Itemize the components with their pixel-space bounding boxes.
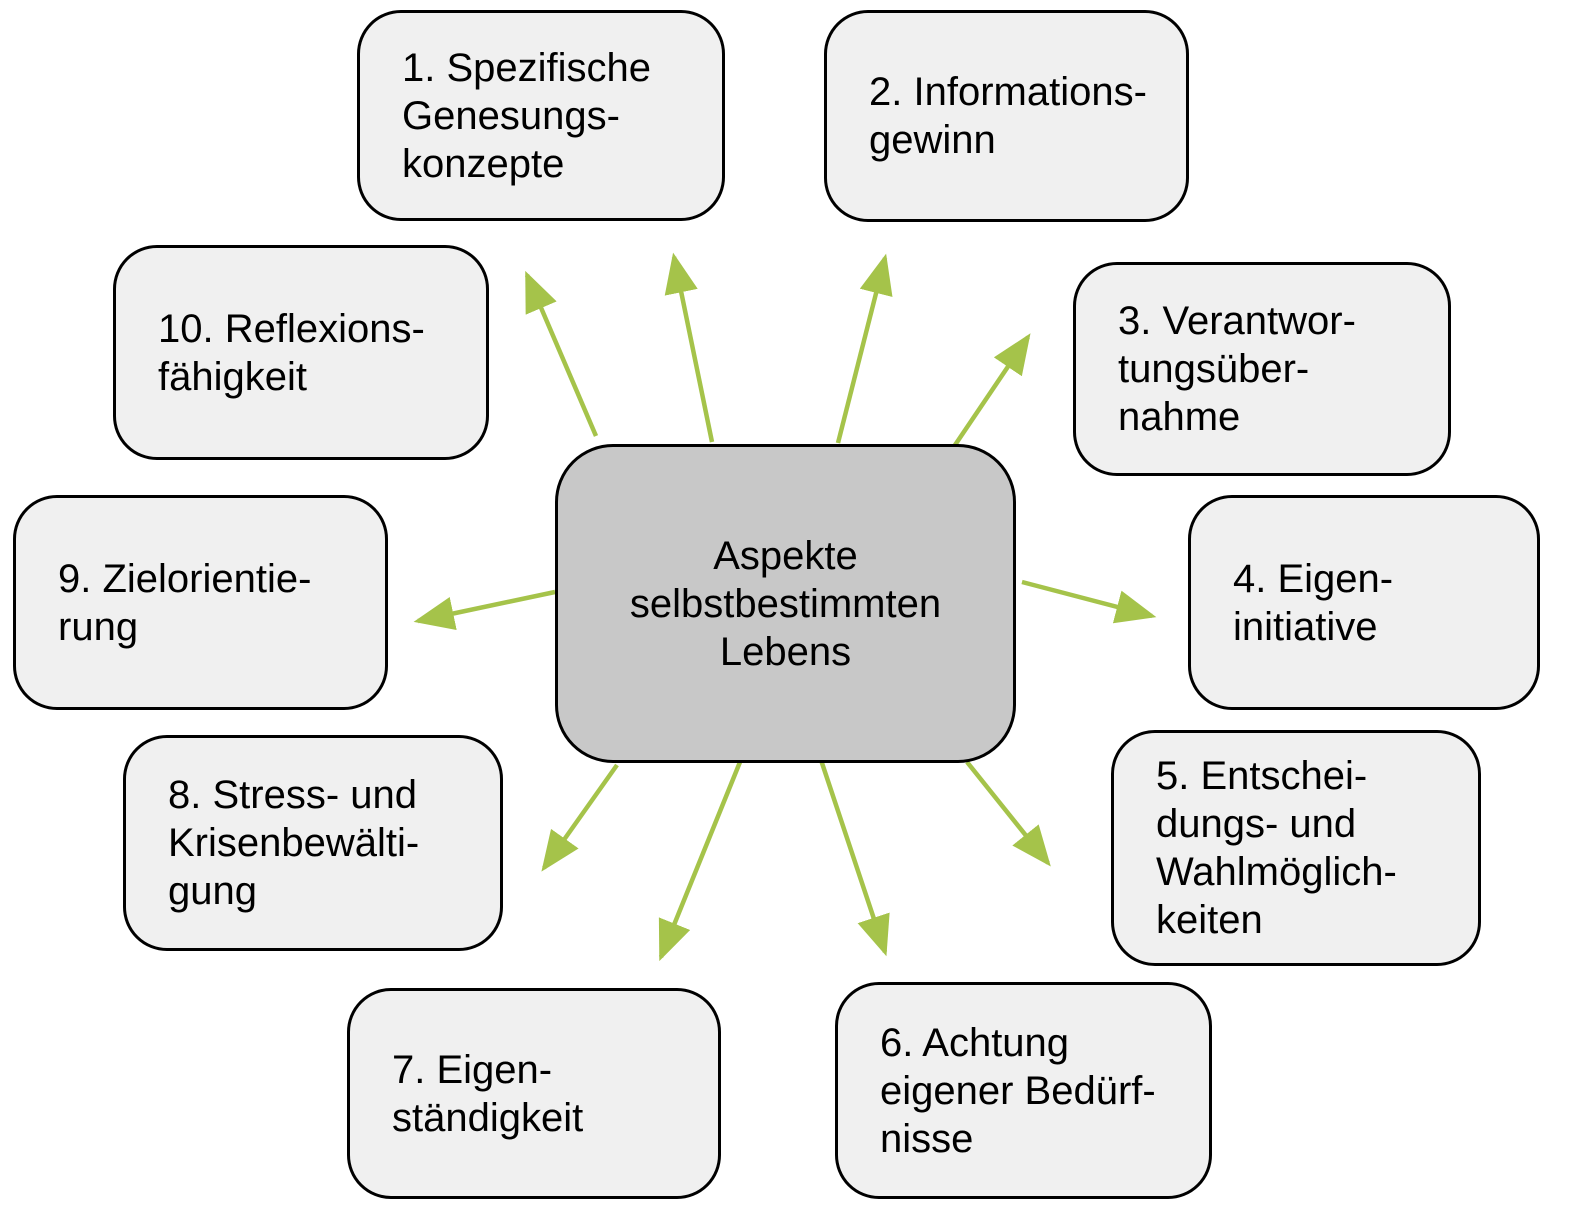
node-6-label-line: 6. Achtung — [880, 1020, 1070, 1065]
center-node-label-line: Aspekte — [713, 533, 858, 578]
arrow-to-node-4 — [1021, 579, 1157, 624]
node-4-label-line: 4. Eigen- — [1233, 556, 1394, 601]
node-6-label-line: eigener Bedürf- — [880, 1068, 1156, 1113]
arrow-to-node-8 — [541, 763, 619, 872]
node-2-label-line: gewinn — [869, 118, 996, 162]
arrow-to-node-1 — [664, 252, 715, 443]
node-7-label-line: ständigkeit — [392, 1095, 584, 1140]
arrow-to-node-6 — [817, 756, 890, 957]
arrow-to-node-9 — [413, 589, 556, 631]
node-box-9: 9. Zielorientie-rung — [13, 495, 388, 710]
node-9-label-line: rung — [58, 604, 139, 649]
center-node-label-line: Lebens — [719, 629, 852, 674]
node-8-label-line: Krisenbewälti- — [168, 821, 420, 865]
node-7-label-line: 7. Eigen- — [392, 1047, 553, 1092]
node-10-label-line: 10. Reflexions- — [158, 306, 425, 351]
node-3-label-line: nahme — [1118, 395, 1241, 439]
node-5-label-line: Wahlmöglich- — [1156, 850, 1397, 894]
node-4-label-line: initiative — [1233, 604, 1378, 649]
node-5-label-line: 5. Entschei- — [1156, 754, 1368, 798]
node-box-10: 10. Reflexions-fähigkeit — [113, 245, 489, 460]
arrow-to-node-5 — [965, 760, 1051, 867]
node-3-label-line: 3. Verantwor- — [1118, 299, 1356, 343]
arrow-to-node-10 — [524, 270, 599, 437]
center-node-label-line: selbstbestimmten — [629, 581, 942, 626]
node-box-4: 4. Eigen-initiative — [1188, 495, 1540, 710]
node-5-label-line: dungs- und — [1156, 802, 1357, 846]
node-1-label-line: Genesungs- — [402, 93, 620, 138]
node-5-label-line: keiten — [1156, 898, 1263, 942]
node-6-label-line: nisse — [880, 1116, 974, 1161]
node-10-label-line: fähigkeit — [158, 354, 307, 399]
node-1-label-line: 1. Spezifische — [402, 45, 652, 90]
node-2-label-line: 2. Informations- — [869, 70, 1147, 114]
arrow-to-node-7 — [658, 761, 743, 962]
arrow-to-node-2 — [835, 253, 893, 444]
node-box-2: 2. Informations-gewinn — [824, 10, 1189, 222]
node-9-label-line: 9. Zielorientie- — [58, 556, 312, 601]
node-box-3: 3. Verantwor-tungsüber-nahme — [1073, 262, 1451, 476]
node-8-label-line: 8. Stress- und — [168, 773, 418, 817]
node-1-label-line: konzepte — [402, 141, 565, 186]
node-8-label-line: gung — [168, 869, 257, 913]
node-box-7: 7. Eigen-ständigkeit — [347, 988, 721, 1199]
node-3-label-line: tungsüber- — [1118, 347, 1310, 391]
arrow-to-node-3 — [951, 333, 1031, 450]
